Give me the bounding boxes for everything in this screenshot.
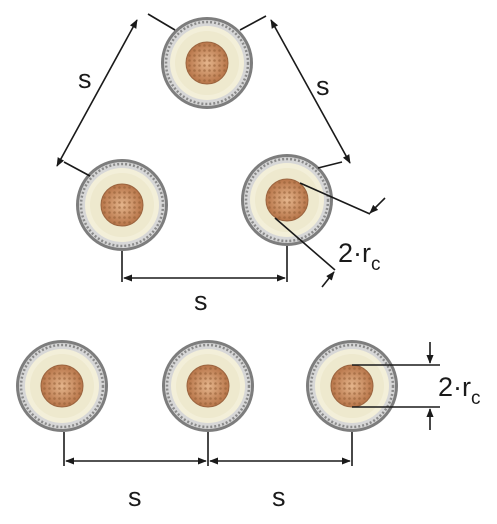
flat-group: s s 2·rc <box>14 338 481 512</box>
label-s-flat-left: s <box>128 482 142 512</box>
trefoil-group: s s s 2·rc <box>56 13 386 316</box>
cable-bottom-left <box>74 157 170 253</box>
label-radius-flat: 2·rc <box>438 372 481 409</box>
dim-left-side <box>56 19 138 167</box>
label-s-right: s <box>316 71 330 101</box>
cable-flat-left <box>14 338 110 434</box>
label-s-flat-right: s <box>272 482 286 512</box>
dim-radius-arrow-top <box>369 197 386 214</box>
label-radius-top: 2·rc <box>338 238 381 275</box>
cable-top <box>159 15 255 111</box>
cable-flat-middle <box>160 338 256 434</box>
dim-radius-arrow-bottom <box>321 271 335 288</box>
label-s-bottom: s <box>194 286 208 316</box>
label-s-left: s <box>78 64 92 94</box>
cable-flat-right <box>304 338 400 434</box>
dim-right-side <box>270 19 351 164</box>
